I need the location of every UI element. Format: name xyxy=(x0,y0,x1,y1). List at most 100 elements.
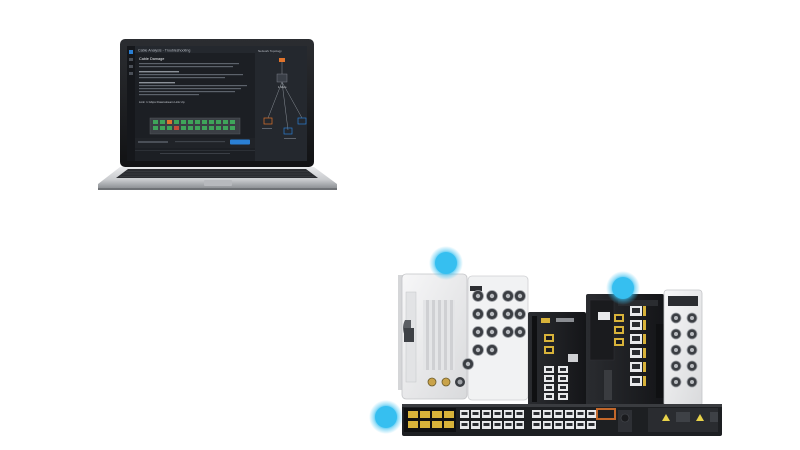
screen-port xyxy=(195,120,200,124)
rj45-port-inner xyxy=(632,378,640,383)
screen-switch-graphic xyxy=(149,117,241,135)
keyboard-rows xyxy=(120,171,314,177)
antenna-ports xyxy=(427,377,465,387)
port-led xyxy=(643,334,646,344)
white-industrial-switch xyxy=(398,273,529,401)
hotspot-ie3300-compact[interactable] xyxy=(606,271,640,305)
rj45-port-inner xyxy=(588,423,595,426)
screen-port xyxy=(167,120,172,124)
m12-connector-pin xyxy=(475,347,481,353)
sfp-port xyxy=(420,421,430,428)
heat-sink-fins xyxy=(423,300,455,370)
screen-port xyxy=(216,120,221,124)
m12-connector-pin xyxy=(674,332,678,336)
m12-connector-pin xyxy=(690,332,694,336)
rj45-port-inner xyxy=(546,386,552,389)
rj45-port-inner xyxy=(516,412,523,415)
m12-connector-pin xyxy=(690,348,694,352)
m12-connector-pin xyxy=(505,293,511,299)
sfp-port-inner xyxy=(616,328,622,332)
hotspot-ie9300-rack[interactable] xyxy=(369,400,403,434)
topology-node-root xyxy=(279,58,285,62)
screen-port xyxy=(188,120,193,124)
rj45-port-inner xyxy=(560,395,566,398)
black-compact-switch-1 xyxy=(528,312,586,407)
screen-port xyxy=(230,120,235,124)
screen-port xyxy=(160,120,165,124)
m12-connector-pin xyxy=(517,293,523,299)
rj45-port-inner xyxy=(483,412,490,415)
hotspot-ie9300-industrial[interactable] xyxy=(429,246,463,280)
sfp-port-inner xyxy=(546,348,552,352)
topology-diagram xyxy=(267,62,303,131)
screen-port xyxy=(174,120,179,124)
port-led xyxy=(643,320,646,330)
screen-port xyxy=(153,126,158,130)
m12-connector-pin xyxy=(517,329,523,335)
rj45-port-inner xyxy=(461,423,468,426)
laptop: Cable Analysis - Troubleshooting Cable D… xyxy=(98,39,337,190)
rj45-port-inner xyxy=(588,412,595,415)
m12-connector-pin xyxy=(674,316,678,320)
rj45-port-inner xyxy=(544,423,551,426)
m12-connector-pin xyxy=(674,380,678,384)
rj45-port-inner xyxy=(533,412,540,415)
sfp-port xyxy=(444,421,454,428)
rj45-port-inner xyxy=(461,412,468,415)
rj45-port-inner xyxy=(566,412,573,415)
m12-connectors xyxy=(462,290,526,370)
sfp-port-inner xyxy=(616,340,622,344)
screen-text-lines xyxy=(139,63,247,96)
white-din-switch xyxy=(663,289,703,407)
sfp-port xyxy=(408,421,418,428)
laptop-keyboard xyxy=(116,169,318,178)
sfp-port-inner xyxy=(616,316,622,320)
m12-connector-pin xyxy=(475,329,481,335)
screen-port xyxy=(181,126,186,130)
screen-section-heading: Cable Damage xyxy=(139,57,164,61)
m12-connector-pin xyxy=(517,311,523,317)
sfp-port xyxy=(444,411,454,418)
port-led xyxy=(643,306,646,316)
m12-connector-pin xyxy=(505,329,511,335)
screen-port xyxy=(153,120,158,124)
rj45-port-inner xyxy=(577,423,584,426)
m12-connector-pin xyxy=(489,293,495,299)
screen-port xyxy=(216,126,221,130)
laptop-screen: Cable Analysis - Troubleshooting Cable D… xyxy=(127,46,307,161)
screen-topology-title: Network Topology xyxy=(258,49,282,53)
rj45-port-inner xyxy=(632,350,640,355)
rj45-port-inner xyxy=(505,423,512,426)
sfp-port xyxy=(408,411,418,418)
rj45-port-inner xyxy=(632,336,640,341)
screen-port xyxy=(174,126,179,130)
m12-connector-pin xyxy=(465,361,471,367)
rj45-port-inner xyxy=(632,364,640,369)
rj45-port-inner xyxy=(632,322,640,327)
screen-port xyxy=(202,120,207,124)
sfp-port xyxy=(420,411,430,418)
screen-port xyxy=(160,126,165,130)
rj45-port-inner xyxy=(546,377,552,380)
m12-connector-pin xyxy=(475,293,481,299)
rj45-port-inner xyxy=(494,423,501,426)
rj45-port-inner xyxy=(577,412,584,415)
m12-connector-pin xyxy=(674,364,678,368)
screen-port xyxy=(230,126,235,130)
rj45-port-inner xyxy=(483,423,490,426)
screen-port xyxy=(167,126,172,130)
rack-mount-switch xyxy=(402,404,722,436)
screen-nav-rail xyxy=(127,46,135,161)
screen-port xyxy=(202,126,207,130)
m12-connector-pin xyxy=(489,347,495,353)
rj45-port-inner xyxy=(546,368,552,371)
screen-port xyxy=(209,120,214,124)
laptop-trackpad xyxy=(204,180,232,186)
m12-connector-pin xyxy=(690,364,694,368)
rj45-port-inner xyxy=(516,423,523,426)
screen-port xyxy=(223,126,228,130)
m12-connector-pin xyxy=(690,316,694,320)
rj45-port-inner xyxy=(472,423,479,426)
rj45-port-inner xyxy=(544,412,551,415)
